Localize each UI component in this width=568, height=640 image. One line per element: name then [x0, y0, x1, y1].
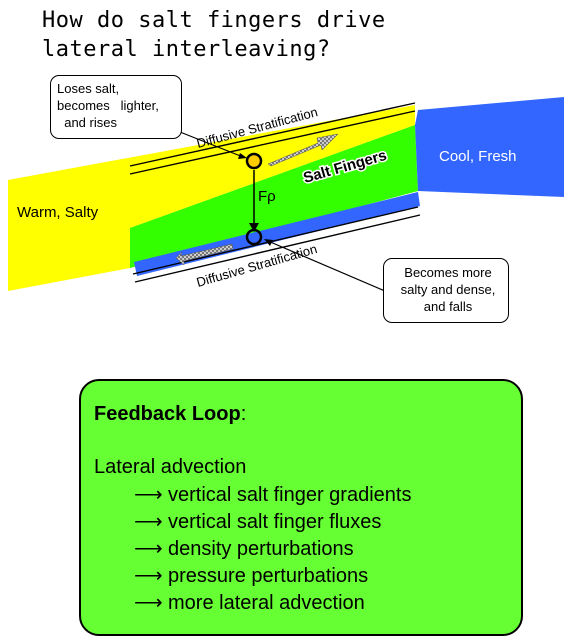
- upper-callout-line-3: and rises: [57, 115, 117, 130]
- cool-fresh-label: Cool, Fresh: [439, 148, 517, 165]
- feedback-loop-title-bold: Feedback Loop: [94, 403, 241, 425]
- feedback-loop-title-suffix: :: [240, 403, 247, 425]
- feedback-loop-box: Feedback Loop: Lateral advection ⟶vertic…: [79, 379, 523, 636]
- upper-callout-arrowhead: [238, 153, 247, 159]
- lower-parcel-icon: [245, 228, 263, 246]
- density-ratio-label: Fρ: [258, 188, 276, 205]
- lower-stratification-lines: [132, 206, 421, 283]
- title-line-1: How do salt fingers drive: [42, 8, 386, 33]
- list-item: ⟶more lateral advection: [134, 590, 411, 617]
- list-item-label: density perturbations: [168, 538, 354, 560]
- upper-callout-line-1: Loses salt,: [57, 81, 120, 96]
- list-item: ⟶pressure perturbations: [134, 563, 411, 590]
- list-item-label: more lateral advection: [168, 592, 365, 614]
- list-item-label: vertical salt finger fluxes: [168, 511, 382, 533]
- list-item: ⟶vertical salt finger fluxes: [134, 509, 411, 536]
- feedback-loop-title: Feedback Loop:: [94, 403, 246, 426]
- long-right-arrow-icon: ⟶: [134, 565, 163, 587]
- title: How do salt fingers drive lateral interl…: [42, 6, 542, 64]
- lower-callout-line-2: salty and dense,: [400, 282, 496, 297]
- lower-callout-arrowhead: [264, 239, 273, 246]
- long-right-arrow-icon: ⟶: [134, 511, 163, 533]
- list-item-label: pressure perturbations: [168, 565, 369, 587]
- interleaving-diagram: Diffusive Stratification Diffusive Strat…: [8, 97, 564, 292]
- list-item: ⟶density perturbations: [134, 536, 411, 563]
- title-line-2: lateral interleaving?: [42, 37, 331, 62]
- long-right-arrow-icon: ⟶: [134, 538, 163, 560]
- upper-callout-pointer: [179, 131, 244, 158]
- upper-stratification-lines: [129, 102, 416, 175]
- lower-callout-pointer: [267, 240, 386, 292]
- feedback-loop-list: ⟶vertical salt finger gradients ⟶vertica…: [134, 482, 411, 617]
- lower-callout-line-1: Becomes more: [404, 265, 492, 280]
- upper-flow-arrow: [267, 133, 339, 167]
- list-item-label: vertical salt finger gradients: [168, 484, 412, 506]
- cool-fresh-water: [415, 97, 564, 197]
- feedback-loop-lead: Lateral advection: [94, 456, 247, 478]
- lower-flow-arrow: [175, 243, 234, 266]
- list-item: ⟶vertical salt finger gradients: [134, 482, 411, 509]
- warm-salty-water: [8, 105, 415, 291]
- salt-finger-layer: [130, 125, 418, 268]
- lower-callout-line-3: and falls: [423, 299, 473, 314]
- upper-parcel-callout: Loses salt, becomes lighter, and rises: [50, 75, 182, 139]
- upper-callout-line-2: becomes lighter,: [57, 98, 159, 113]
- lower-parcel-callout: Becomes more salty and dense, and falls: [383, 258, 509, 323]
- warm-salty-label: Warm, Salty: [17, 204, 99, 221]
- long-right-arrow-icon: ⟶: [134, 484, 163, 506]
- upper-parcel-icon: [245, 152, 263, 170]
- density-ratio-arrowhead: [249, 223, 259, 232]
- long-right-arrow-icon: ⟶: [134, 592, 163, 614]
